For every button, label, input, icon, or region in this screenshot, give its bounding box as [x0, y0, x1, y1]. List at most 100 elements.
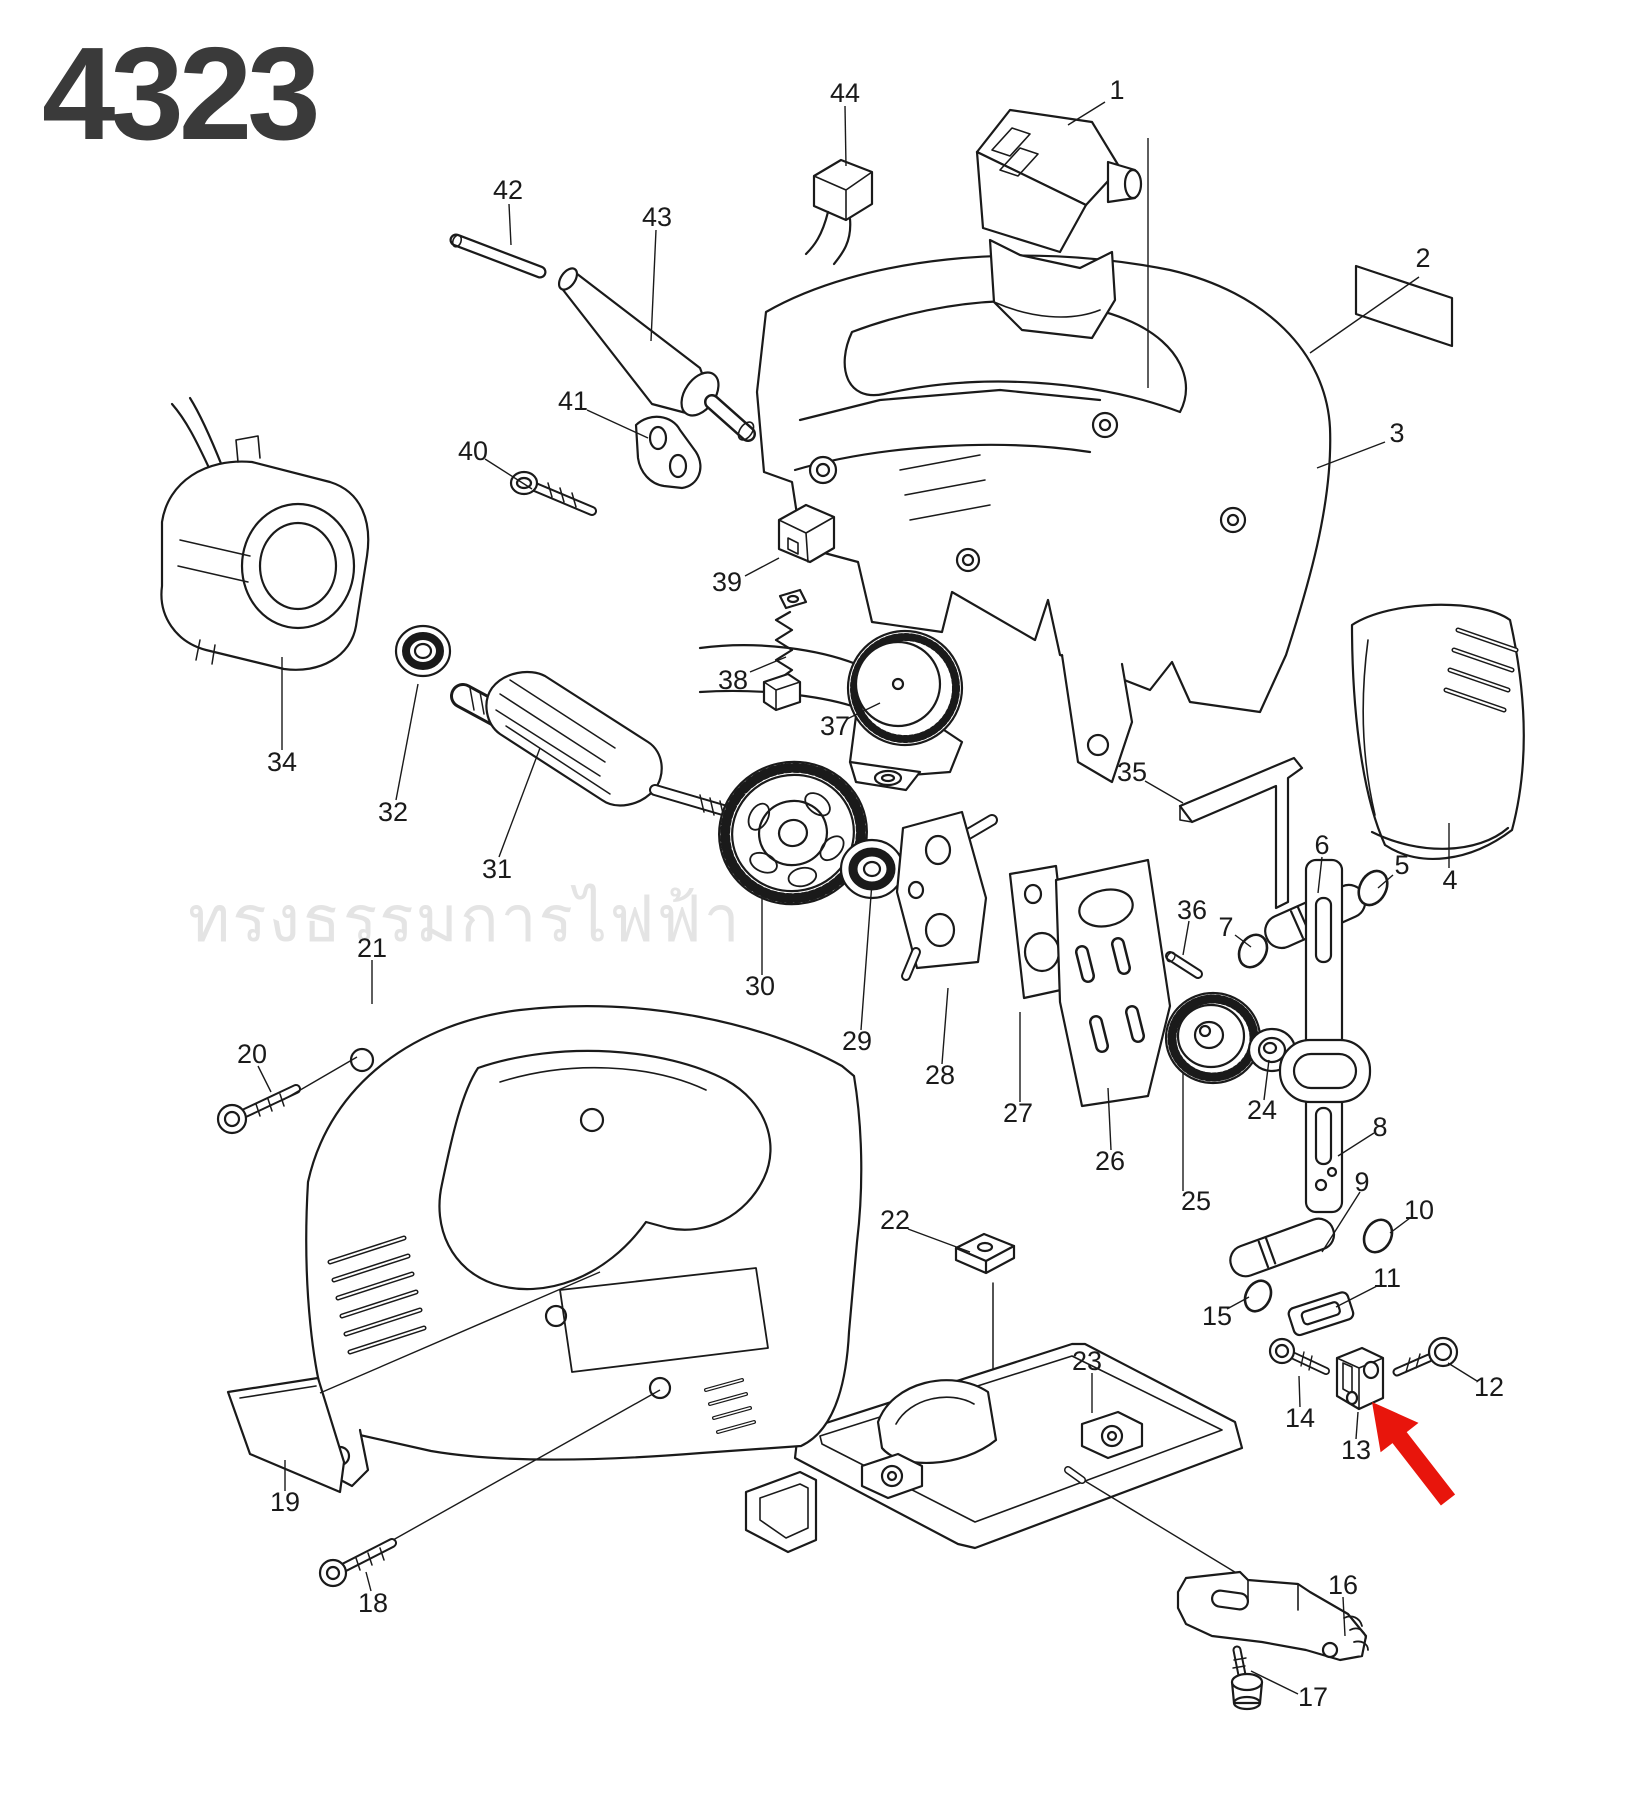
part-19-label-drawing [226, 1376, 346, 1494]
part-number-label: 23 [1072, 1346, 1102, 1376]
leader-line [1182, 920, 1190, 956]
part-number-label: 28 [925, 1060, 955, 1090]
pointer-arrow [1372, 1402, 1456, 1506]
leader-line [257, 1065, 272, 1093]
part-16-roller-lever-drawing [1176, 1570, 1369, 1662]
part-14-screw-drawing [1268, 1337, 1330, 1375]
part-number-label: 39 [712, 567, 742, 597]
leader-lines [257, 101, 1478, 1695]
part-number-label: 44 [830, 78, 860, 108]
part-number-label: 16 [1328, 1570, 1358, 1600]
part-number-label: 6 [1314, 830, 1329, 860]
part-8-slide-bar-drawing [1278, 858, 1372, 1214]
part-number-label: 35 [1117, 757, 1147, 787]
part-number-label: 20 [237, 1039, 267, 1069]
part-22-nut-drawing [954, 1232, 1016, 1275]
leader-line [1263, 1059, 1270, 1101]
part-number-label: 17 [1298, 1682, 1328, 1712]
leader-line [1298, 1375, 1301, 1408]
leader-line [1337, 1132, 1375, 1157]
part-number-label: 15 [1202, 1301, 1232, 1331]
part-10-oring-drawing [1362, 1218, 1394, 1254]
leader-line [1250, 1670, 1299, 1695]
part-number-label: 1 [1109, 75, 1124, 105]
leader-line [650, 229, 657, 342]
part-number-label: 2 [1415, 243, 1430, 273]
part-28-crank-drawing [895, 810, 998, 981]
part-number-label: 19 [270, 1487, 300, 1517]
leader-line [860, 881, 873, 1031]
leader-line [846, 702, 881, 720]
part-number-label: 42 [493, 175, 523, 205]
part-12-screw-drawing [1392, 1336, 1459, 1377]
part-number-label: 18 [358, 1588, 388, 1618]
part-number-label: 9 [1354, 1167, 1369, 1197]
leader-line [941, 987, 949, 1065]
part-number-label: 3 [1389, 418, 1404, 448]
leader-line [1107, 1087, 1112, 1151]
part-number-label: 41 [558, 386, 588, 416]
part-17-screw-drawing [1230, 1645, 1264, 1711]
part-25-gear-drawing [1164, 991, 1262, 1085]
part-30-gear-drawing [718, 760, 868, 906]
part-39-brush-holder-drawing [777, 503, 836, 564]
part-number-label: 27 [1003, 1098, 1033, 1128]
leader-line [508, 203, 512, 246]
part-4-cover-drawing [1350, 603, 1525, 860]
part-number-label: 12 [1474, 1372, 1504, 1402]
part-number-label: 26 [1095, 1146, 1125, 1176]
part-9-slider-drawing [1229, 1217, 1336, 1278]
part-13-blade-clamp-drawing [1335, 1346, 1385, 1411]
part-number-label: 25 [1181, 1186, 1211, 1216]
part-41-cord-clamp-drawing [634, 415, 702, 490]
part-number-label: 40 [458, 436, 488, 466]
part-34-field-drawing [160, 396, 370, 671]
part-42-pin-drawing [449, 233, 547, 279]
part-number-label: 8 [1372, 1112, 1387, 1142]
leader-line [484, 458, 533, 490]
part-number-label: 24 [1247, 1095, 1277, 1125]
leader-line [1316, 441, 1386, 469]
leader-line [282, 1056, 358, 1101]
part-38-brush-drawing [762, 588, 808, 712]
part-number-label: 13 [1341, 1435, 1371, 1465]
part-number-label: 4 [1442, 865, 1457, 895]
leader-line [907, 1228, 971, 1253]
leader-line [395, 683, 419, 801]
leader-line [1377, 874, 1394, 889]
part-20-screw-drawing [216, 1084, 301, 1135]
part-18-screw-drawing [318, 1538, 397, 1588]
model-number-title: 4323 [42, 20, 321, 167]
leader-line [392, 1389, 661, 1541]
part-number-label: 11 [1373, 1263, 1401, 1293]
part-2-label-drawing [1354, 264, 1454, 348]
part-32-bearing-drawing [394, 624, 452, 678]
part-number-label: 31 [482, 854, 512, 884]
part-11-plate-drawing [1287, 1291, 1355, 1337]
part-number-label: 34 [267, 747, 297, 777]
part-number-label: 37 [820, 711, 850, 741]
part-44-condenser-drawing [804, 158, 874, 266]
part-26-plate-drawing [1054, 858, 1172, 1108]
part-1-switch-drawing [975, 108, 1143, 340]
part-36-pin-drawing [1165, 951, 1203, 979]
part-number-labels: 1234567891011121314151617181920212223242… [237, 75, 1504, 1712]
part-35-baffle-drawing [1178, 756, 1304, 910]
leader-line [586, 409, 649, 439]
part-number-label: 21 [357, 933, 387, 963]
part-number-label: 7 [1218, 912, 1233, 942]
leader-line [749, 656, 787, 673]
leader-line [844, 105, 847, 167]
part-5-oring-drawing [1357, 869, 1389, 907]
part-number-label: 14 [1285, 1403, 1315, 1433]
leader-line [1335, 1285, 1378, 1308]
part-23-base-drawing [744, 1282, 1244, 1578]
leader-line [1226, 1296, 1250, 1310]
part-31-armature-drawing [450, 670, 752, 822]
part-number-label: 36 [1177, 895, 1207, 925]
leader-line [1355, 1411, 1359, 1440]
part-15-oring-drawing [1243, 1279, 1273, 1313]
part-number-label: 30 [745, 971, 775, 1001]
